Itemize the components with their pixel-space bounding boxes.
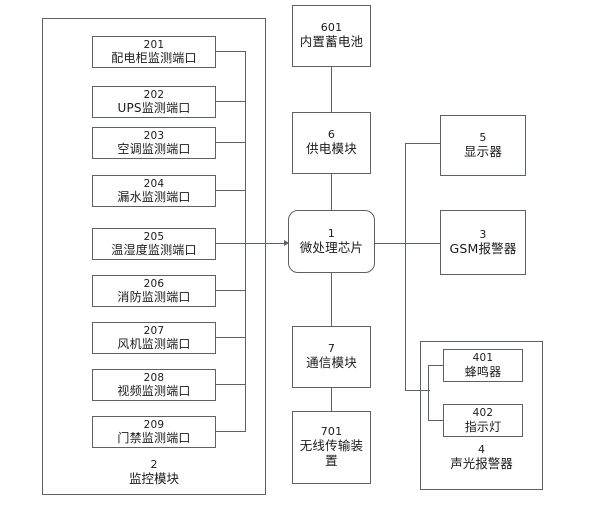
connector-bus-to-display — [405, 143, 441, 145]
connector-alarm-bus-to-401 — [428, 365, 444, 367]
connector-cpu-to-comm — [331, 273, 333, 326]
connector-port-203 — [216, 142, 246, 144]
port-number: 207 — [143, 324, 165, 337]
port-box-205[interactable]: 205 温湿度监测端口 — [92, 228, 216, 260]
port-label: 漏水监测端口 — [117, 190, 191, 205]
connector-port-208 — [216, 384, 246, 386]
port-number: 209 — [143, 418, 165, 431]
monitor-module-label: 2 监控模块 — [128, 458, 179, 487]
battery-label: 内置蓄电池 — [299, 34, 364, 50]
power-number: 6 — [327, 128, 336, 142]
buzzer-box-401[interactable]: 401 蜂鸣器 — [443, 349, 523, 382]
connector-comm-to-wireless — [331, 388, 333, 411]
power-module-box-6[interactable]: 6 供电模块 — [292, 112, 371, 174]
port-number: 201 — [143, 38, 165, 51]
port-box-203[interactable]: 203 空调监测端口 — [92, 127, 216, 159]
cpu-number: 1 — [327, 226, 336, 240]
monitor-bus-vertical — [245, 51, 247, 432]
port-box-201[interactable]: 201 配电柜监测端口 — [92, 36, 216, 68]
connector-port-207 — [216, 337, 246, 339]
port-label: 视频监测端口 — [117, 384, 191, 399]
port-number: 203 — [143, 129, 165, 142]
alarm-group-bus — [428, 365, 430, 421]
port-number: 205 — [143, 230, 165, 243]
connector-alarm-bus-to-402 — [428, 420, 444, 422]
port-label: 温湿度监测端口 — [111, 243, 197, 258]
gsm-alarm-box-3[interactable]: 3 GSM报警器 — [440, 210, 526, 275]
port-label: UPS监测端口 — [117, 101, 191, 116]
comm-module-box-7[interactable]: 7 通信模块 — [292, 326, 371, 388]
buzzer-number: 401 — [472, 352, 494, 365]
monitor-trunk-to-cpu — [216, 243, 290, 245]
port-box-206[interactable]: 206 消防监测端口 — [92, 275, 216, 307]
port-number: 208 — [143, 371, 165, 384]
connector-port-204 — [216, 190, 246, 192]
battery-number: 601 — [320, 21, 343, 35]
comm-number: 7 — [327, 342, 336, 356]
display-number: 5 — [479, 130, 487, 144]
port-label: 配电柜监测端口 — [111, 51, 197, 66]
port-label: 风机监测端口 — [117, 337, 191, 352]
port-number: 206 — [143, 277, 165, 290]
comm-label: 通信模块 — [306, 355, 357, 371]
cpu-label: 微处理芯片 — [299, 239, 364, 255]
port-box-209[interactable]: 209 门禁监测端口 — [92, 416, 216, 448]
port-label: 空调监测端口 — [117, 142, 191, 157]
port-box-204[interactable]: 204 漏水监测端口 — [92, 175, 216, 207]
port-box-208[interactable]: 208 视频监测端口 — [92, 369, 216, 401]
port-label: 消防监测端口 — [117, 290, 191, 305]
battery-box-601[interactable]: 601 内置蓄电池 — [292, 5, 371, 67]
wireless-label: 无线传输装置 — [299, 438, 364, 468]
port-number: 204 — [143, 177, 165, 190]
buzzer-label: 蜂鸣器 — [464, 364, 502, 379]
connector-port-206 — [216, 290, 246, 292]
connector-power-to-cpu — [331, 174, 333, 212]
connector-port-201 — [216, 51, 246, 53]
display-label: 显示器 — [463, 143, 503, 159]
connector-bus-to-alarm-group — [405, 390, 430, 392]
alarm-group-label: 4 声光报警器 — [450, 443, 513, 472]
indicator-label: 指示灯 — [464, 419, 502, 434]
port-box-207[interactable]: 207 风机监测端口 — [92, 322, 216, 354]
gsm-label: GSM报警器 — [449, 240, 517, 256]
wireless-box-701[interactable]: 701 无线传输装置 — [292, 411, 371, 484]
right-distribution-bus — [405, 143, 407, 391]
cpu-box-1[interactable]: 1 微处理芯片 — [288, 210, 375, 273]
port-box-202[interactable]: 202 UPS监测端口 — [92, 86, 216, 118]
connector-port-202 — [216, 101, 246, 103]
port-number: 202 — [143, 88, 165, 101]
connector-cpu-to-right-bus — [375, 243, 441, 245]
power-label: 供电模块 — [306, 141, 357, 157]
connector-port-209 — [216, 431, 246, 433]
display-box-5[interactable]: 5 显示器 — [440, 115, 526, 176]
indicator-number: 402 — [472, 407, 494, 420]
port-label: 门禁监测端口 — [117, 431, 191, 446]
indicator-light-box-402[interactable]: 402 指示灯 — [443, 404, 523, 437]
arrow-monitor-to-cpu — [284, 240, 289, 247]
wireless-number: 701 — [320, 425, 343, 439]
gsm-number: 3 — [479, 227, 487, 241]
connector-battery-to-power — [331, 67, 333, 112]
